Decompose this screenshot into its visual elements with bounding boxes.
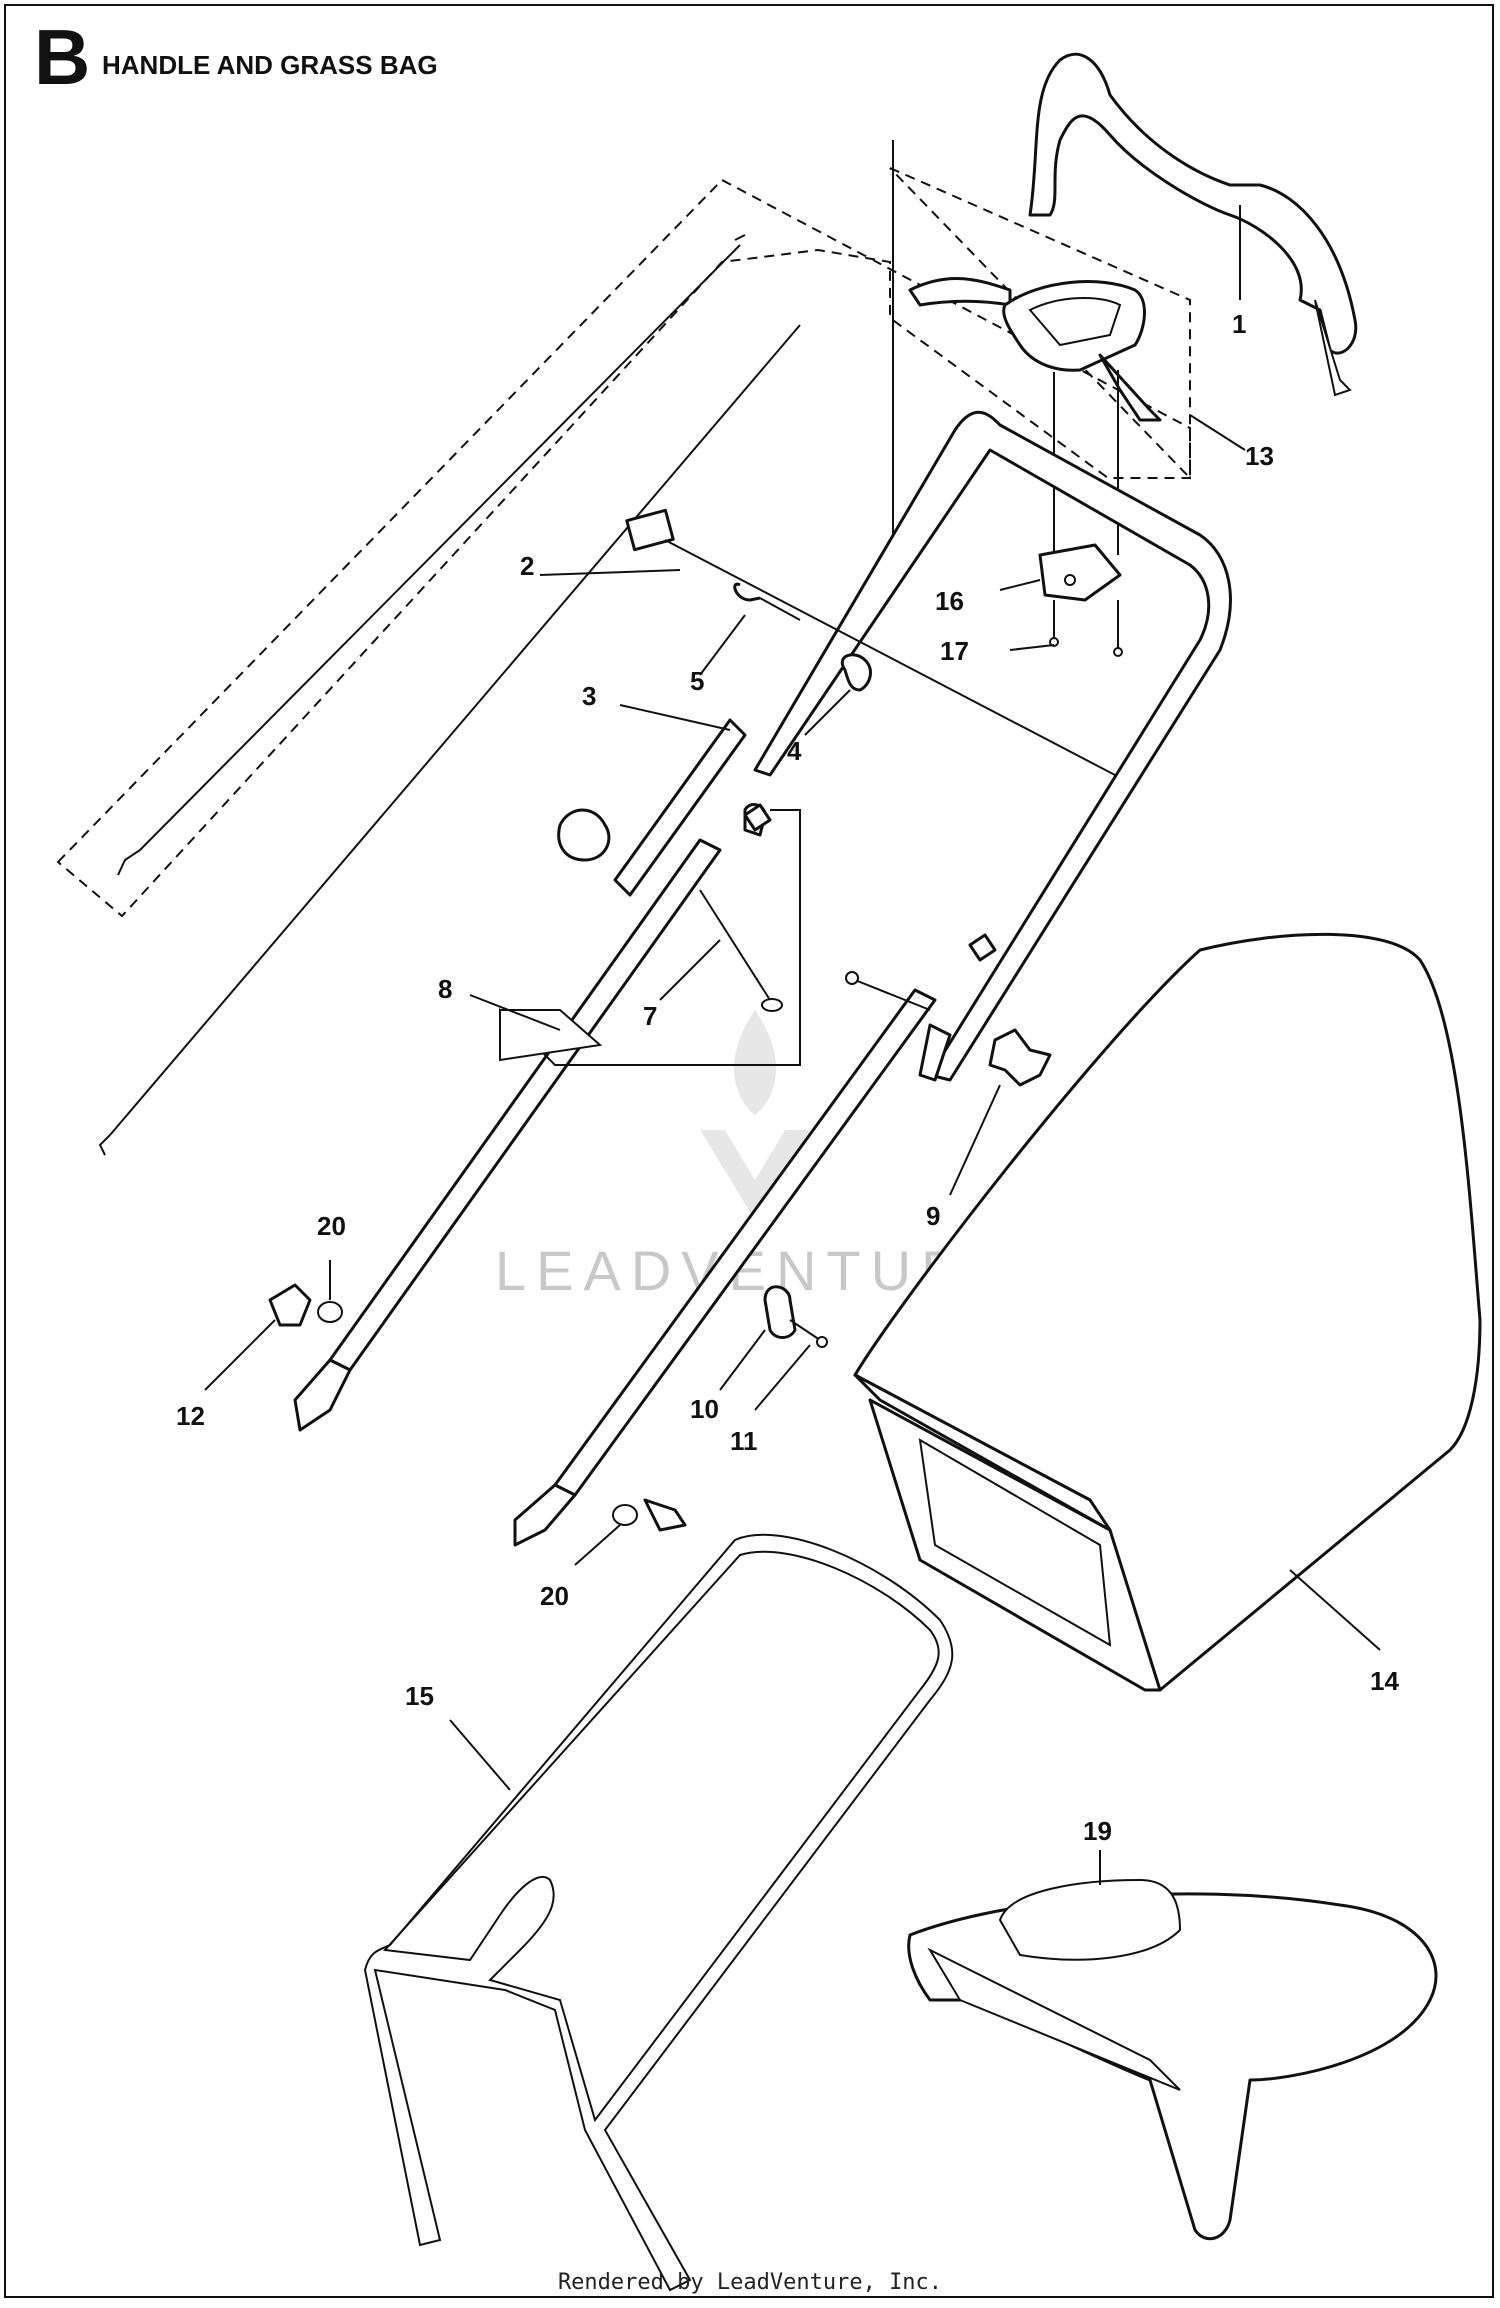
callout-12: 12 [176,1401,205,1431]
part-16-bracket[interactable] [1038,543,1122,602]
part-4-knob[interactable] [841,653,872,692]
callout-1: 1 [1232,309,1246,339]
callout-14: 14 [1370,1666,1399,1696]
part-3-handle-bracket[interactable] [613,718,747,897]
upper-handle-loop[interactable] [753,410,1232,1082]
callout-20-upper: 20 [317,1211,346,1241]
callout-17: 17 [940,636,969,666]
part-1-handle-bar[interactable] [1028,52,1358,397]
callout-20-lower: 20 [540,1581,569,1611]
part-14-grass-bag[interactable] [853,932,1482,1692]
footer-credit: Rendered by LeadVenture, Inc. [557,2270,943,2295]
callout-9: 9 [926,1201,940,1231]
part-5-clip[interactable] [733,582,801,621]
bolt-mid-right[interactable] [845,971,931,1011]
lower-handle-right[interactable] [513,988,952,1547]
part-10-cable-clip[interactable] [763,1285,797,1339]
knob-mid-right[interactable] [968,933,997,962]
cap-upper[interactable] [743,803,772,832]
part-2-cable-short[interactable] [98,324,801,1156]
callout-10: 10 [690,1394,719,1424]
cable-assembly-dashed-outline [56,178,1191,918]
leader-lines [204,205,1381,1885]
callout-5: 5 [690,666,704,696]
section-title: HANDLE AND GRASS BAG [102,50,438,80]
lower-handle-left[interactable] [293,803,767,1432]
part-9-star-knob[interactable] [988,1028,1052,1087]
leadventure-watermark-logo [700,1010,810,1220]
part-7-bolt[interactable] [699,889,783,1012]
part-19-deflector[interactable] [907,1878,1438,2241]
callout-8: 8 [438,974,452,1004]
part-8-hardware-kit[interactable] [499,809,801,1066]
diagram-frame [4,4,1494,2298]
cable-guide-line [664,539,1116,776]
part-2-cable-long[interactable] [117,234,746,876]
callout-4: 4 [787,736,802,766]
callout-19: 19 [1083,1816,1112,1846]
cable-clip [625,508,675,552]
callout-16: 16 [935,586,964,616]
part-20-washer-right[interactable] [612,1498,687,1532]
callout-11: 11 [730,1426,758,1456]
part-17-screws[interactable] [1049,600,1123,657]
knob-upper-left[interactable] [557,808,611,862]
callout-2: 2 [520,551,534,581]
part-13-control-module[interactable] [908,277,1162,555]
part-20-washer-left[interactable] [317,1301,343,1323]
callout-3: 3 [582,681,596,711]
callout-7: 7 [643,1001,657,1031]
part-12-knob[interactable] [268,1283,312,1327]
callout-15: 15 [405,1681,434,1711]
callout-13: 13 [1245,441,1274,471]
part-11-screw[interactable] [789,1319,828,1348]
section-letter: B [34,13,91,101]
part-15-bag-frame[interactable] [363,1533,954,2292]
